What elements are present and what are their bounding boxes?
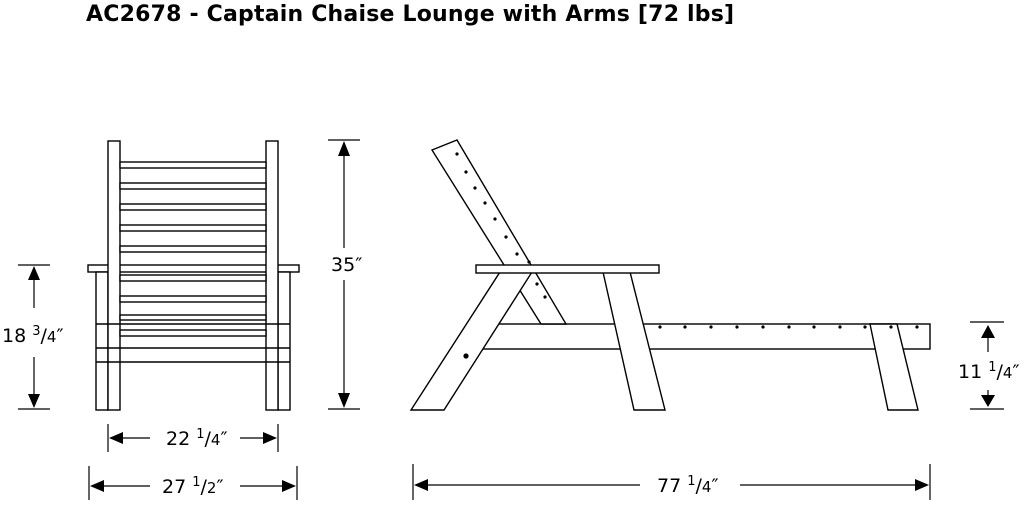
dim-label-overall-width: 27 1/2″ (162, 475, 224, 499)
dim-label-seat-height: 11 1/4″ (958, 360, 1020, 384)
dim-label-seat-width: 22 1/4″ (166, 427, 228, 451)
side-backrest-dots (455, 152, 547, 359)
front-post-left (107, 140, 121, 411)
front-view (87, 140, 300, 411)
front-armrest (87, 264, 300, 273)
side-rail-dots (658, 325, 919, 329)
front-back-slats (119, 161, 267, 321)
dim-total-height (328, 139, 360, 410)
dim-overall-width (88, 466, 298, 500)
front-seat-slat (119, 329, 267, 337)
page-title: AC2678 - Captain Chaise Lounge with Arms… (86, 2, 735, 27)
front-post-right (265, 140, 279, 411)
side-armrest (475, 264, 660, 274)
dim-seat-height (970, 321, 1004, 410)
side-view (409, 139, 931, 411)
dim-overall-length (412, 464, 931, 500)
dim-label-overall-length: 77 1/4″ (657, 474, 719, 498)
dim-label-arm-height: 18 3/4″ (2, 324, 64, 348)
dim-label-total-height: 35″ (331, 254, 362, 276)
side-rail (481, 323, 931, 350)
front-leg-right (277, 271, 291, 411)
front-leg-left (95, 271, 109, 411)
dim-seat-width (107, 424, 279, 452)
side-rear-leg (869, 323, 919, 411)
dim-arm-height (18, 264, 50, 410)
